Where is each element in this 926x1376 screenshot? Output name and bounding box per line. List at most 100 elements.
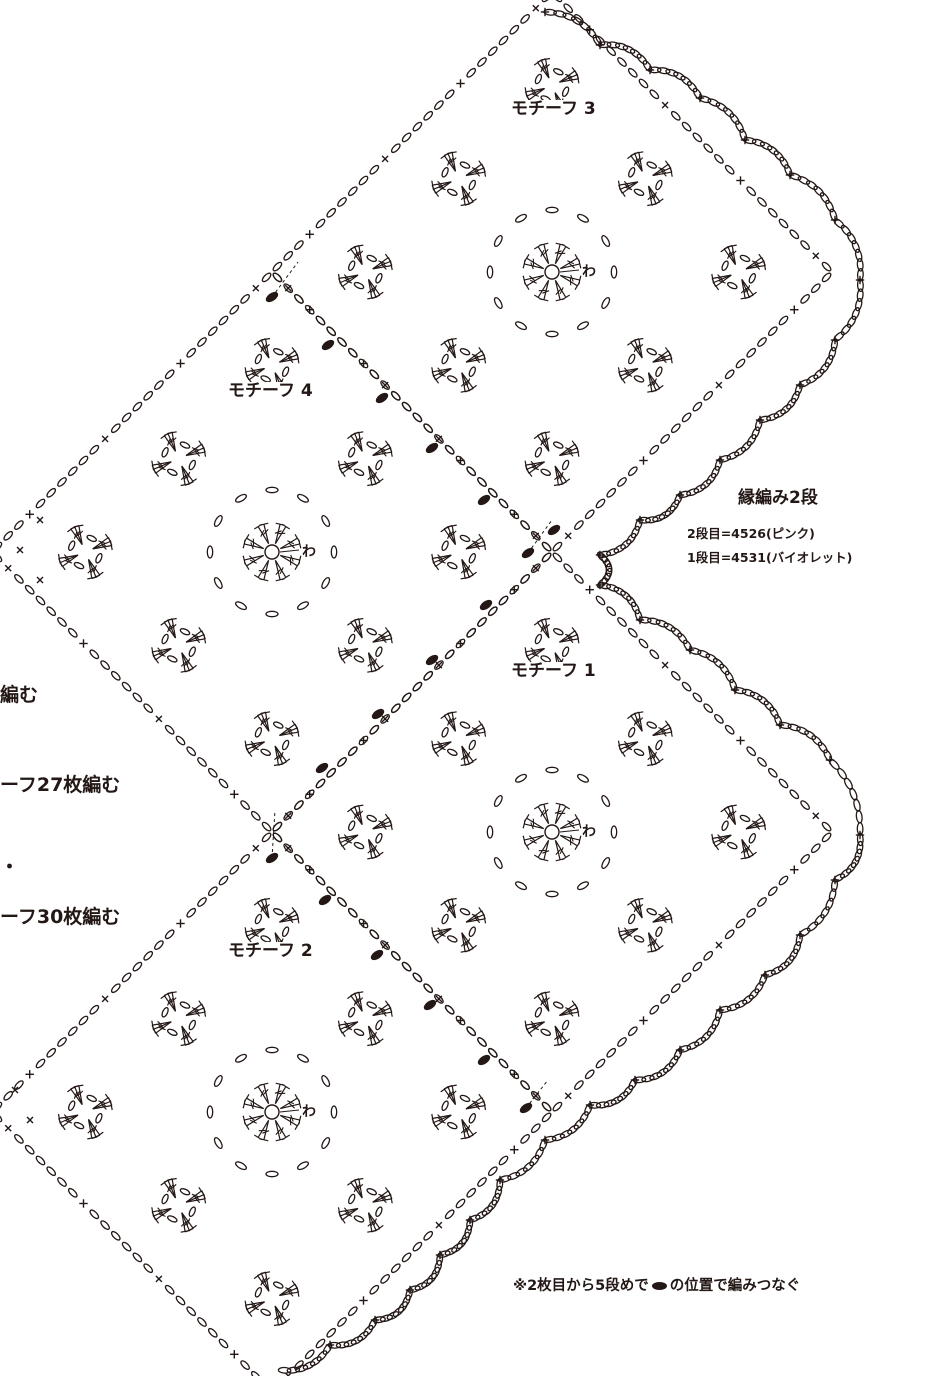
- chain-stitch-icon: [68, 540, 76, 551]
- dc-fan-icon: [67, 524, 84, 545]
- chain-stitch-icon: [491, 1192, 501, 1206]
- chain-stitch-icon: [498, 595, 509, 606]
- sc-stitch-icon: [510, 585, 519, 594]
- chain-stitch-icon: [321, 1074, 331, 1088]
- chain-stitch-icon: [57, 1037, 67, 1047]
- chain-stitch-icon: [767, 767, 778, 778]
- chain-stitch-icon: [670, 423, 681, 434]
- chain-stitch-icon: [179, 1188, 191, 1196]
- dc-fan-icon: [522, 813, 545, 830]
- join-connector-line: [271, 809, 276, 859]
- chain-stitch-icon: [265, 610, 279, 618]
- dc-fan-icon: [347, 244, 364, 265]
- chain-stitch-icon: [437, 1250, 451, 1258]
- chain-stitch-icon: [748, 833, 756, 844]
- chain-stitch-icon: [423, 423, 434, 434]
- chain-stitch-icon: [789, 789, 800, 800]
- dc-fan-icon: [440, 524, 457, 545]
- chain-stitch-icon: [347, 1306, 358, 1317]
- chain-stitch-icon: [273, 721, 284, 729]
- dc-fan-icon: [533, 617, 551, 639]
- dc-fan-icon: [524, 647, 545, 664]
- chain-stitch-icon: [656, 1067, 669, 1078]
- chain-stitch-icon: [218, 1338, 229, 1349]
- chain-stitch-icon: [840, 323, 852, 336]
- chain-stitch-icon: [487, 46, 498, 57]
- chain-stitch-icon: [647, 617, 661, 625]
- chain-stitch-icon: [522, 1161, 535, 1172]
- join-dot-icon: [423, 999, 437, 1011]
- dc-fan-icon: [244, 367, 265, 384]
- sc-stitch-icon: [25, 1070, 34, 1079]
- chain-stitch-icon: [633, 188, 645, 196]
- chain-stitch-icon: [397, 1301, 408, 1313]
- chain-stitch-icon: [459, 721, 471, 729]
- dc-fan-icon: [617, 367, 639, 384]
- chain-stitch-icon: [714, 714, 724, 724]
- sc-stitch-icon: [830, 875, 840, 885]
- chain-stitch-icon: [825, 199, 835, 213]
- chain-stitch-icon: [481, 1205, 493, 1216]
- chain-stitch-icon: [629, 48, 642, 59]
- dc-fan-icon: [554, 802, 571, 825]
- dc-fan-icon: [627, 151, 644, 172]
- dc-fan-icon: [57, 1113, 79, 1131]
- motif-label-2: モチーフ 2: [226, 941, 315, 961]
- chain-stitch-icon: [167, 468, 178, 476]
- chain-stitch-icon: [584, 1069, 595, 1080]
- chain-stitch-icon: [767, 207, 778, 218]
- chain-stitch-icon: [746, 186, 757, 197]
- chain-stitch-icon: [806, 921, 819, 932]
- chain-stitch-icon: [811, 735, 823, 747]
- chain-stitch-icon: [369, 164, 380, 175]
- dc-fan-icon: [559, 253, 582, 270]
- chain-stitch-icon: [348, 1007, 356, 1018]
- chain-stitch-icon: [784, 164, 793, 178]
- dc-fan-icon: [244, 740, 265, 757]
- side-text-1: 編む: [0, 684, 39, 706]
- chain-stitch-icon: [164, 1284, 175, 1295]
- ring-label-3: わ: [582, 264, 596, 280]
- chain-stitch-icon: [143, 950, 154, 961]
- chain-stitch-icon: [412, 121, 423, 132]
- dc-fan-icon: [522, 834, 545, 851]
- chain-stitch-icon: [700, 1030, 712, 1042]
- chain-stitch-icon: [466, 67, 477, 78]
- chain-stitch-icon: [617, 477, 627, 487]
- chain-stitch-icon: [434, 434, 444, 444]
- edging-row-1: 1段目=4531(バイオレット): [687, 550, 853, 565]
- dc-fan-icon: [460, 185, 477, 207]
- chain-stitch-icon: [655, 179, 663, 191]
- chain-stitch-icon: [254, 1287, 263, 1298]
- chain-stitch-icon: [552, 1101, 563, 1112]
- chain-stitch-icon: [348, 260, 356, 271]
- chain-stitch-icon: [121, 412, 132, 423]
- chain-stitch-icon: [315, 875, 326, 886]
- chain-stitch-icon: [606, 548, 620, 557]
- dc-fan-icon: [617, 927, 639, 944]
- chain-stitch-icon: [326, 326, 337, 337]
- chain-stitch-icon: [455, 455, 466, 466]
- sc-stitch-icon: [305, 865, 314, 874]
- chain-stitch-icon: [73, 1121, 85, 1130]
- chain-stitch-icon: [73, 561, 85, 570]
- chain-stitch-icon: [710, 465, 720, 479]
- chain-stitch-icon: [68, 1100, 76, 1111]
- chain-stitch-icon: [769, 706, 779, 719]
- chain-stitch-icon: [515, 1167, 528, 1177]
- chain-stitch-icon: [466, 466, 477, 477]
- chain-stitch-icon: [850, 855, 860, 869]
- chain-stitch-icon: [254, 913, 263, 925]
- chain-stitch-icon: [304, 864, 315, 875]
- chain-stitch-icon: [610, 825, 618, 839]
- sc-stitch-icon: [252, 844, 260, 852]
- chain-stitch-icon: [477, 617, 487, 627]
- join-dot-icon: [479, 599, 493, 611]
- dc-fan-icon: [533, 242, 550, 265]
- chain-stitch-icon: [35, 498, 46, 509]
- sc-stitch-icon: [661, 101, 669, 109]
- chain-stitch-icon: [447, 375, 458, 383]
- chain-stitch-icon: [779, 156, 789, 169]
- chain-stitch-icon: [552, 0, 563, 3]
- chain-stitch-icon: [614, 42, 629, 51]
